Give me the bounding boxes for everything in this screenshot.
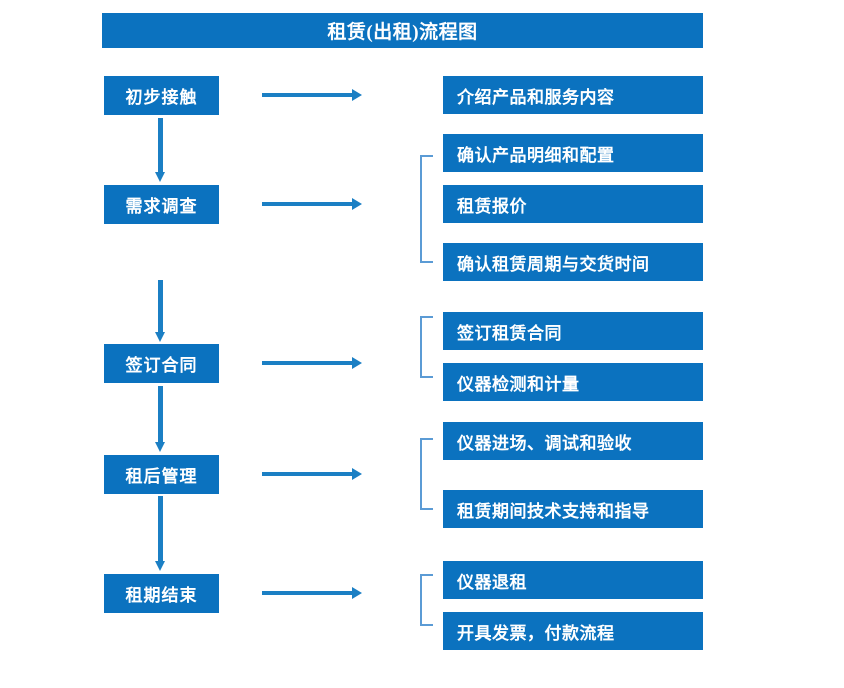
right-arrow-sign-contract bbox=[262, 357, 362, 369]
down-arrow-2-head bbox=[155, 332, 165, 342]
down-arrow-4-shaft bbox=[158, 496, 163, 561]
group-bracket-lease-end bbox=[420, 574, 433, 626]
right-arrow-2-head bbox=[352, 198, 362, 210]
group-bracket-post-rental bbox=[420, 438, 433, 510]
stage-node-lease-end[interactable]: 租期结束 bbox=[104, 574, 219, 613]
stage-node-demand-survey[interactable]: 需求调查 bbox=[104, 185, 219, 224]
detail-node-technical-support[interactable]: 租赁期间技术支持和指导 bbox=[443, 490, 703, 528]
detail-node-sign-rental-contract[interactable]: 签订租赁合同 bbox=[443, 312, 703, 350]
detail-node-introduce-products[interactable]: 介绍产品和服务内容 bbox=[443, 76, 703, 114]
right-arrow-3-shaft bbox=[262, 361, 354, 365]
down-arrow-1-head bbox=[155, 172, 165, 182]
detail-node-rental-quotation[interactable]: 租赁报价 bbox=[443, 185, 703, 223]
right-arrow-1-head bbox=[352, 89, 362, 101]
detail-node-confirm-period-delivery[interactable]: 确认租赁周期与交货时间 bbox=[443, 243, 703, 281]
right-arrow-4-head bbox=[352, 468, 362, 480]
down-arrow-2-shaft bbox=[158, 280, 163, 332]
page-title: 租赁(出租)流程图 bbox=[102, 13, 703, 48]
right-arrow-initial-contact bbox=[262, 89, 362, 101]
down-arrow-3-head bbox=[155, 442, 165, 452]
right-arrow-post-rental bbox=[262, 468, 362, 480]
stage-node-initial-contact[interactable]: 初步接触 bbox=[104, 76, 219, 115]
detail-node-instrument-entry-commissioning[interactable]: 仪器进场、调试和验收 bbox=[443, 422, 703, 460]
detail-node-confirm-product-details[interactable]: 确认产品明细和配置 bbox=[443, 134, 703, 172]
detail-node-instrument-return[interactable]: 仪器退租 bbox=[443, 561, 703, 599]
down-arrow-3-shaft bbox=[158, 386, 163, 442]
down-arrow-3 bbox=[155, 386, 166, 452]
down-arrow-4-head bbox=[155, 561, 165, 571]
right-arrow-1-shaft bbox=[262, 93, 354, 97]
stage-node-sign-contract[interactable]: 签订合同 bbox=[104, 344, 219, 383]
down-arrow-1-shaft bbox=[158, 118, 163, 172]
down-arrow-4 bbox=[155, 496, 166, 571]
down-arrow-1 bbox=[155, 118, 166, 182]
right-arrow-5-shaft bbox=[262, 591, 354, 595]
right-arrow-2-shaft bbox=[262, 202, 354, 206]
down-arrow-2 bbox=[155, 280, 166, 342]
detail-node-invoice-payment[interactable]: 开具发票，付款流程 bbox=[443, 612, 703, 650]
group-bracket-sign-contract bbox=[420, 316, 433, 378]
detail-node-instrument-inspection[interactable]: 仪器检测和计量 bbox=[443, 363, 703, 401]
right-arrow-5-head bbox=[352, 587, 362, 599]
group-bracket-demand-survey bbox=[420, 155, 433, 263]
right-arrow-3-head bbox=[352, 357, 362, 369]
right-arrow-lease-end bbox=[262, 587, 362, 599]
right-arrow-demand-survey bbox=[262, 198, 362, 210]
right-arrow-4-shaft bbox=[262, 472, 354, 476]
stage-node-post-rental-management[interactable]: 租后管理 bbox=[104, 455, 219, 494]
